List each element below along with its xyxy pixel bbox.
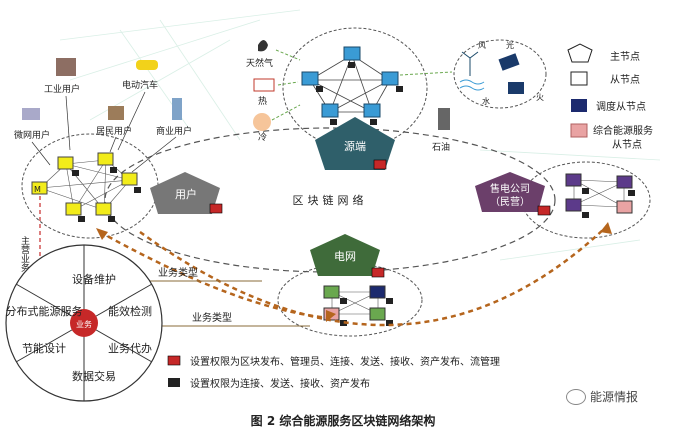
lock-icon [373,159,387,170]
water-label: 水 [482,96,490,106]
legend-main-node: 主节点 [610,51,640,63]
source-cluster [282,27,428,149]
watermark: 能源情报 [566,388,638,405]
fire-label: 火 [536,93,544,102]
legend-dispatch: 调度从节点 [596,100,646,113]
legend-pink-icon [570,123,588,138]
main-business-label: 主营业务 [19,235,30,273]
lock-icon [371,267,385,278]
legend-sub-node: 从节点 [610,74,640,86]
legend-square-icon [570,71,588,86]
grid-hub [310,234,380,276]
commercial-user: 商业用户 [156,125,192,137]
wheel-seg-6: 分布式能源服务 [6,304,83,318]
wind-icon [461,51,479,76]
wheel-seg-3: 业务代办 [108,342,152,355]
factory-icon [56,58,76,76]
blockchain-ring-label: 区块链网络 [293,193,368,207]
wheel-seg-1: 设备维护 [72,272,116,286]
legend-pentagon-icon [567,43,593,63]
heat-label: 热 [258,95,267,107]
source-hub-label: 源端 [344,139,366,153]
oil-label: 石油 [432,141,450,153]
cold-label: 冷 [258,131,267,143]
m-node-label: M [34,185,41,194]
wheel-seg-2: 能效检测 [108,304,152,318]
solar-icon [498,53,520,71]
lock-icon [537,205,551,216]
red-lock-icon [167,355,181,366]
cold-icon [253,113,271,131]
user-hub-label: 用户 [175,187,197,201]
source-links [271,49,453,121]
permission-red: 设置权限为区块发布、管理员、连接、发送、接收、资产发布、流管理 [190,355,500,368]
wind-label: 风 [478,41,486,50]
retail-line2: （民营） [490,195,530,208]
grid-hub-label: 电网 [334,250,356,263]
blockchain-ring [104,127,556,273]
wheel-center: 业务 [76,319,92,329]
gas-icon [258,40,268,52]
light-label: 光 [506,40,514,50]
car-icon [136,60,158,70]
building-icon [172,98,182,120]
legend-service-2: 从节点 [612,139,642,151]
water-icon [459,79,485,91]
wechat-icon [566,388,586,405]
dark-lock-nodes [72,62,635,326]
retail-nodes [565,173,633,214]
watermark-text: 能源情报 [590,390,639,404]
renewable-cluster [453,39,547,109]
legend-service: 综合能源服务 [593,124,653,137]
user-hub [150,172,220,214]
wheel-seg-5: 节能设计 [22,341,66,355]
microgrid-icon [22,108,40,120]
permission-dark: 设置权限为连接、发送、接收、资产发布 [190,377,370,390]
retail-hub [475,172,545,212]
main-business-text: 主营业务 [19,235,30,273]
source-nodes [301,46,399,118]
microgrid-user: 微网用户 [14,129,50,141]
resident-user: 居民用户 [96,125,132,137]
legend-navy-icon [571,99,587,112]
arrow-heads [96,222,612,322]
oil-icon [438,108,450,130]
ev-user: 电动汽车 [122,79,158,91]
business-type-label-2: 业务类型 [192,311,232,324]
heat-icon [253,78,275,92]
industrial-user: 工业用户 [44,83,80,95]
business-type-label-1: 业务类型 [158,266,198,279]
source-hub [315,117,395,170]
fire-icon [508,82,524,94]
lock-icon [209,203,223,214]
figure-caption: 图 2 综合能源服务区块链网络架构 [250,414,436,428]
dark-lock-icon [168,378,180,387]
service-flow-arrows [99,227,606,327]
wheel-seg-4: 数据交易 [72,369,116,383]
user-nodes [31,152,138,216]
retail-line1: 售电公司 [490,182,530,195]
service-wheel: 业务 设备维护 能效检测 业务代办 数据交易 节能设计 分布式能源服务 [5,244,163,402]
user-links [31,91,177,173]
gas-label: 天然气 [246,57,273,69]
house-icon [108,106,124,120]
